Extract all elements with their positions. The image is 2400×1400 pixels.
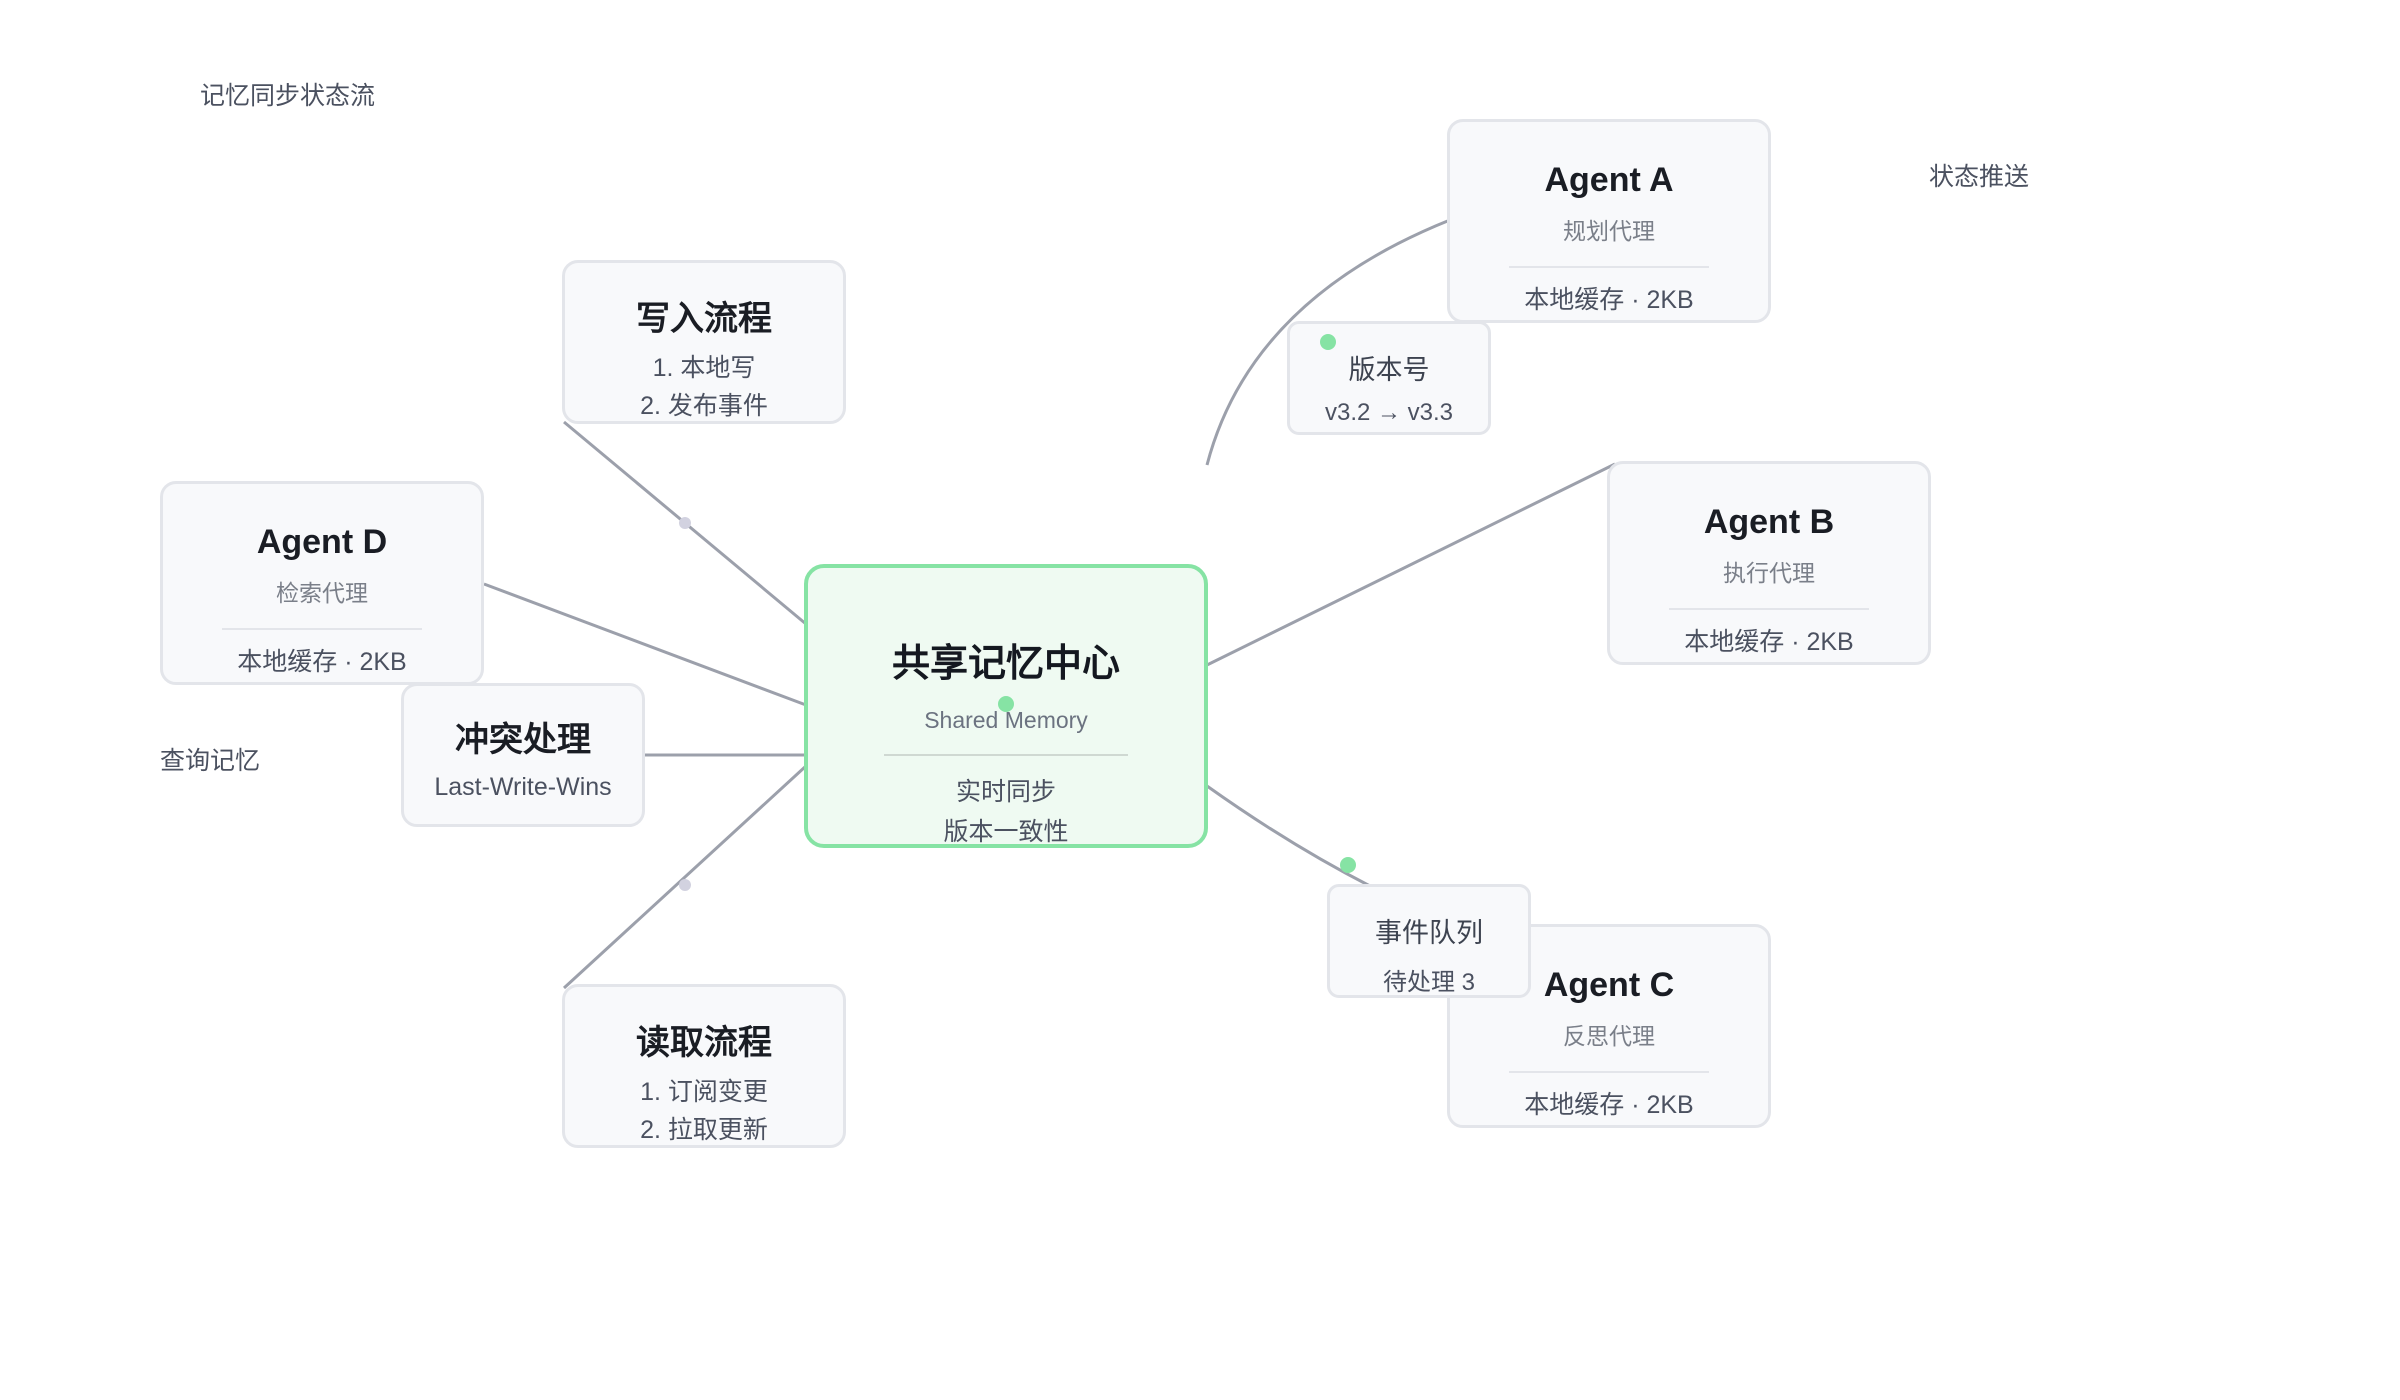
version-status-dot bbox=[1320, 334, 1336, 350]
agent-c-node[interactable]: Agent C 反思代理 本地缓存 · 2KB bbox=[1447, 924, 1771, 1128]
hub-line-1: 实时同步 bbox=[955, 778, 1056, 806]
agent-a-node[interactable]: Agent A 规划代理 本地缓存 · 2KB bbox=[1447, 119, 1771, 323]
agent-a-role: 规划代理 bbox=[1563, 218, 1655, 244]
event-queue-node[interactable]: 事件队列 待处理 3 bbox=[1327, 884, 1531, 998]
event-queue-label: 事件队列 bbox=[1375, 918, 1483, 948]
write-flow-title: 写入流程 bbox=[636, 300, 772, 338]
agent-c-name: Agent C bbox=[1543, 966, 1675, 1004]
flow-dot-read bbox=[679, 879, 691, 891]
version-label: 版本号 bbox=[1348, 355, 1430, 385]
agent-b-cache: 本地缓存 · 2KB bbox=[1684, 628, 1854, 656]
read-flow-node[interactable]: 读取流程 1. 订阅变更 2. 拉取更新 bbox=[562, 984, 846, 1148]
hub-title: 共享记忆中心 bbox=[891, 643, 1120, 685]
shared-memory-hub[interactable]: 共享记忆中心 Shared Memory 实时同步 版本一致性 bbox=[804, 564, 1208, 848]
write-flow-node[interactable]: 写入流程 1. 本地写 2. 发布事件 bbox=[562, 260, 846, 424]
conflict-title: 冲突处理 bbox=[455, 721, 591, 759]
agent-b-role: 执行代理 bbox=[1723, 560, 1815, 586]
agent-a-name: Agent A bbox=[1544, 161, 1674, 199]
conflict-rule: Last-Write-Wins bbox=[434, 773, 612, 801]
agent-a-cache: 本地缓存 · 2KB bbox=[1524, 286, 1694, 314]
flow-dot-write bbox=[679, 517, 691, 529]
agent-a-divider bbox=[1509, 266, 1709, 268]
read-flow-step-2: 2. 拉取更新 bbox=[640, 1116, 768, 1144]
hub-line-2: 版本一致性 bbox=[943, 818, 1069, 846]
hub-divider bbox=[884, 754, 1128, 756]
edge-hub-agent-a bbox=[1205, 218, 1451, 466]
agent-d-name: Agent D bbox=[256, 523, 388, 561]
edge-label-query: 查询记忆 bbox=[160, 747, 261, 775]
edge-hub-read-flow bbox=[562, 764, 808, 990]
event-status-dot bbox=[1340, 857, 1356, 873]
conflict-node[interactable]: 冲突处理 Last-Write-Wins bbox=[401, 683, 645, 827]
agent-c-divider bbox=[1509, 1071, 1709, 1073]
edge-hub-agent-c bbox=[1206, 784, 1371, 888]
read-flow-step-1: 1. 订阅变更 bbox=[640, 1078, 768, 1106]
agent-d-role: 检索代理 bbox=[276, 580, 368, 606]
read-flow-title: 读取流程 bbox=[636, 1024, 772, 1062]
hub-status-dot bbox=[998, 696, 1014, 712]
write-flow-step-2: 2. 发布事件 bbox=[640, 392, 768, 420]
agent-d-divider bbox=[222, 628, 422, 630]
agent-d-cache: 本地缓存 · 2KB bbox=[237, 648, 407, 676]
agent-b-node[interactable]: Agent B 执行代理 本地缓存 · 2KB bbox=[1607, 461, 1931, 665]
agent-d-node[interactable]: Agent D 检索代理 本地缓存 · 2KB bbox=[160, 481, 484, 685]
agent-c-role: 反思代理 bbox=[1563, 1023, 1655, 1049]
agent-b-divider bbox=[1669, 608, 1869, 610]
version-value: v3.2 → v3.3 bbox=[1324, 399, 1454, 426]
edge-label-push: 状态推送 bbox=[1929, 163, 2030, 191]
edge-hub-agent-d bbox=[483, 582, 807, 707]
edge-hub-agent-b bbox=[1206, 462, 1616, 667]
agent-c-cache: 本地缓存 · 2KB bbox=[1524, 1091, 1694, 1119]
event-queue-value: 待处理 3 bbox=[1382, 969, 1475, 996]
agent-b-name: Agent B bbox=[1703, 503, 1835, 541]
version-node[interactable]: 版本号 v3.2 → v3.3 bbox=[1287, 321, 1491, 435]
diagram-title: 记忆同步状态流 bbox=[200, 82, 376, 110]
write-flow-step-1: 1. 本地写 bbox=[652, 354, 756, 382]
